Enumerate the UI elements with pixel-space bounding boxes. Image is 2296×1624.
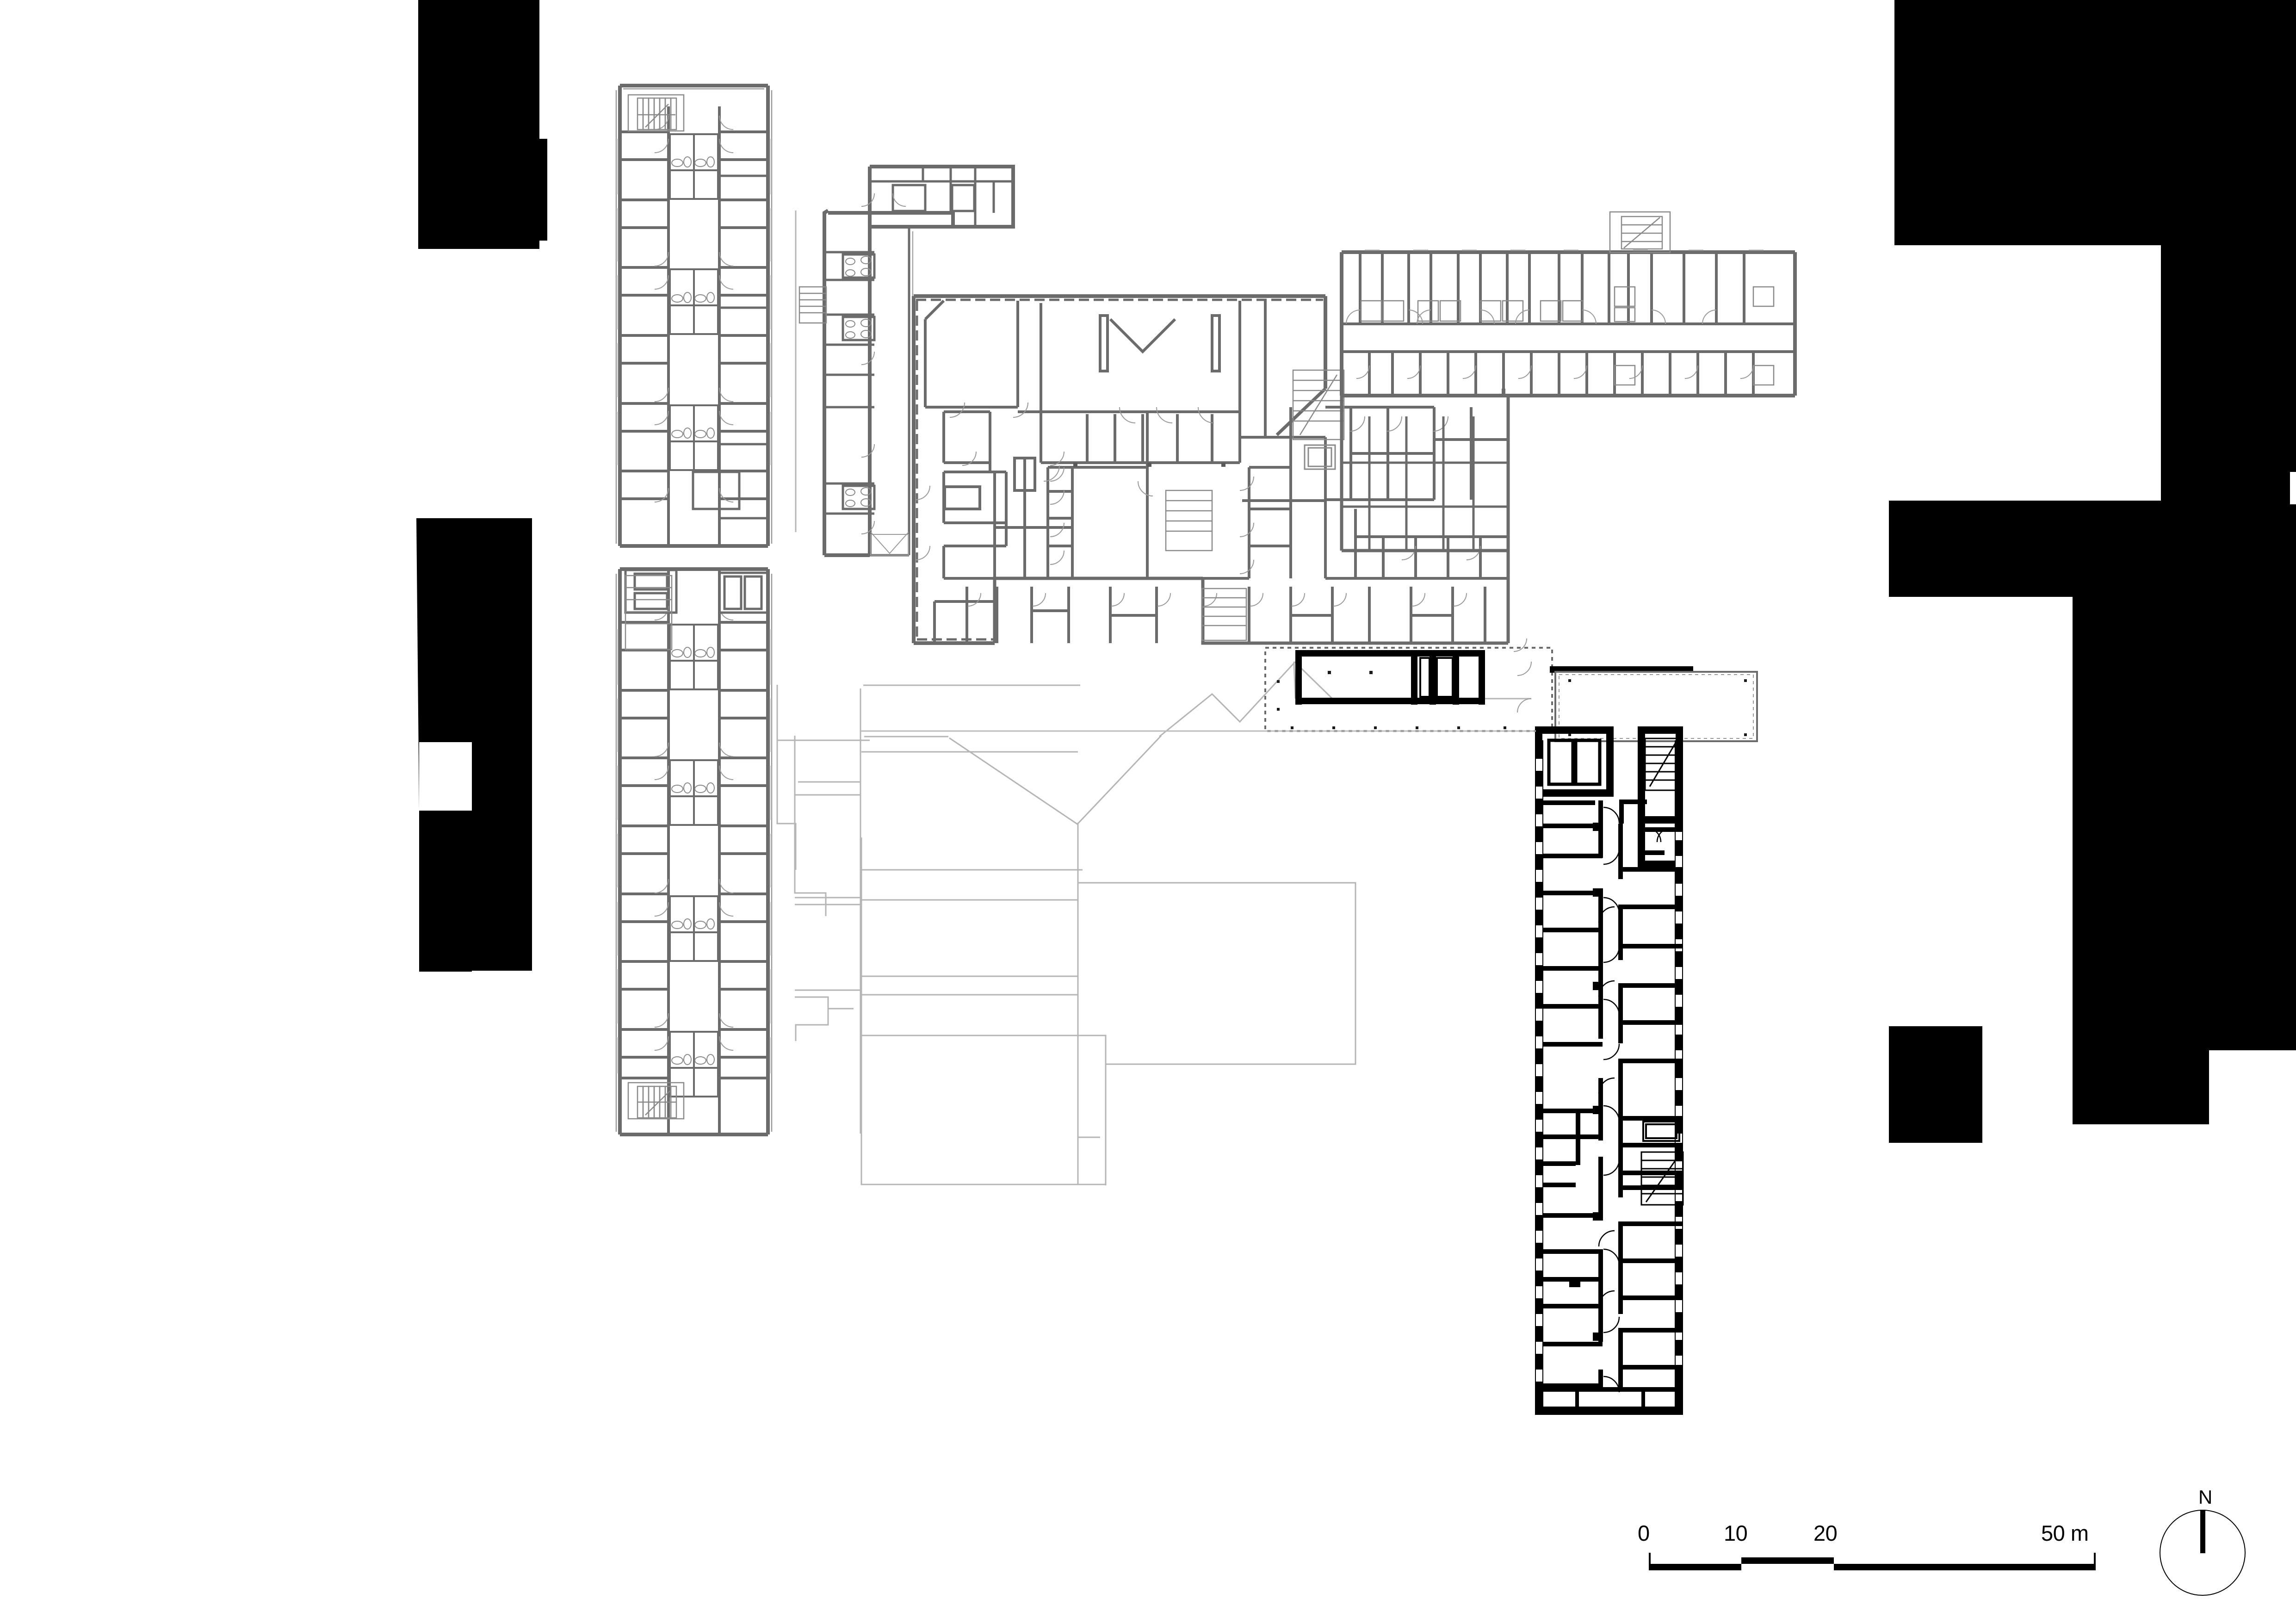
stair-core xyxy=(627,94,685,132)
scale-segment-20-50 xyxy=(1834,1564,2096,1570)
central-core xyxy=(912,294,1510,645)
east-connector-bar xyxy=(1264,638,1758,742)
stair-core xyxy=(1201,588,1247,641)
stair-core xyxy=(1165,490,1213,552)
scale-segment-0-10 xyxy=(1649,1564,1741,1570)
stair-core xyxy=(1640,1151,1684,1206)
stair-core xyxy=(1292,369,1345,440)
south-east-wing xyxy=(1535,726,1684,1415)
compass-needle-icon xyxy=(2200,1510,2205,1553)
stair-core xyxy=(1609,211,1671,254)
scale-label-50: 50 m xyxy=(2041,1521,2089,1545)
north-label: N xyxy=(2198,1486,2213,1508)
west-residential-wing-north xyxy=(615,84,773,548)
stair-core xyxy=(627,1082,685,1120)
north-connector-wing xyxy=(798,165,1015,557)
scale-label-0: 0 xyxy=(1638,1521,1650,1545)
scale-graphic xyxy=(1638,1553,2128,1574)
graphic-scale-bar: 0 10 20 50 m xyxy=(1638,1522,2128,1582)
scale-labels: 0 10 20 50 m xyxy=(1638,1522,2128,1553)
north-arrow: N xyxy=(2156,1488,2258,1603)
stair-core xyxy=(625,575,673,651)
west-residential-wing-south xyxy=(615,567,773,1136)
north-east-wing xyxy=(1340,211,1797,552)
scale-label-10: 10 xyxy=(1724,1521,1748,1545)
scale-segment-10-20 xyxy=(1741,1557,1834,1564)
scale-tick-start xyxy=(1649,1553,1651,1565)
scale-label-20: 20 xyxy=(1813,1521,1838,1545)
scale-tick-end xyxy=(2094,1553,2096,1565)
lift-car xyxy=(1642,1121,1680,1142)
stair-core xyxy=(798,286,827,324)
stair-core xyxy=(1644,738,1681,791)
context-buildings xyxy=(416,0,2296,1143)
